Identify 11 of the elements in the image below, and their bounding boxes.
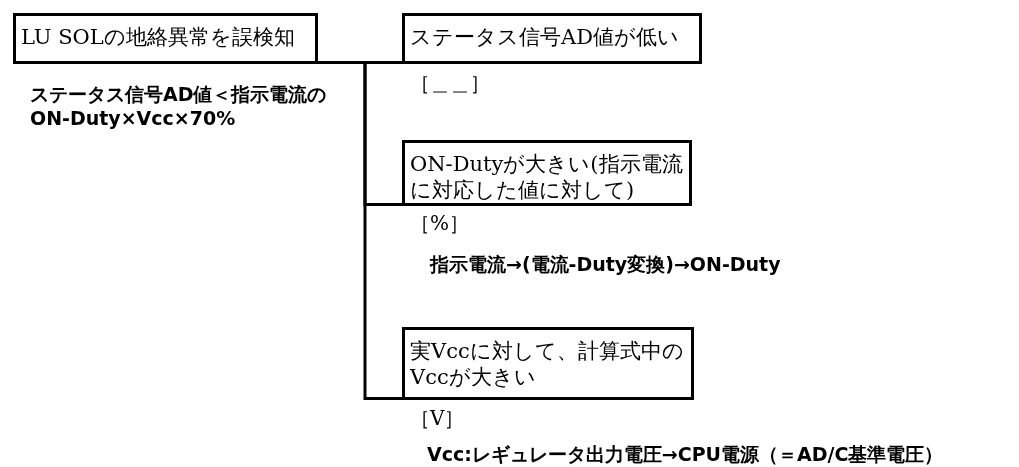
condition-text: ステータス信号AD値＜指示電流のON-Duty×Vcc×70% (30, 82, 328, 130)
event-box: 実Vccに対して、計算式中のVccが大きい (402, 327, 694, 400)
note-text: 指示電流→(電流-Duty変換)→ON-Duty (430, 252, 781, 276)
note-text: Vcc:レギュレータ出力電圧→CPU電源（＝AD/C基準電圧） (427, 442, 944, 466)
event-box: LU SOLの地絡異常を誤検知 (13, 13, 318, 64)
event-box: ステータス信号AD値が低い (402, 13, 702, 64)
unit-label: ［V］ (410, 405, 465, 432)
event-box: ON-Dutyが大きい(指示電流に対応した値に対して) (402, 140, 692, 206)
connector-line (363, 61, 402, 400)
unit-label: ［%］ (410, 210, 469, 237)
unit-label: ［＿＿］ (410, 70, 490, 97)
